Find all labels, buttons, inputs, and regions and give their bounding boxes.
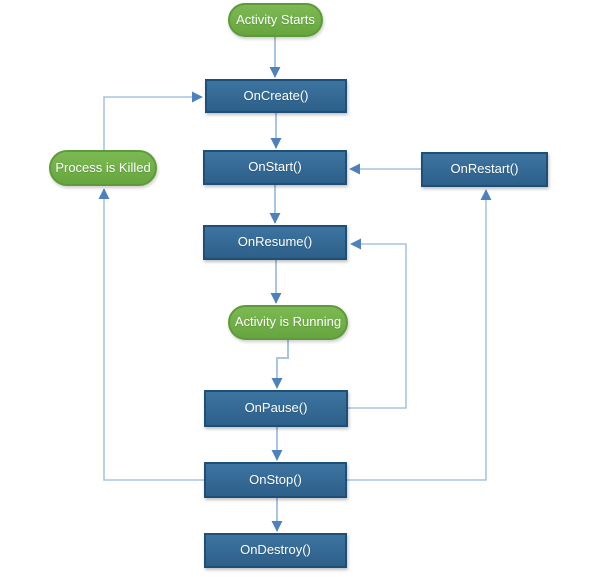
node-label: OnPause() xyxy=(244,400,308,416)
edge-activityrunning-onpause xyxy=(271,340,289,389)
node-label: Process is Killed xyxy=(55,159,151,175)
node-label: OnRestart() xyxy=(450,161,519,177)
node-onstop: OnStop() xyxy=(204,462,347,498)
edge-onstop-processkilled xyxy=(98,188,204,481)
node-label: OnResume() xyxy=(237,234,313,250)
node-label: Activity Starts xyxy=(236,11,315,27)
node-process-killed: Process is Killed xyxy=(49,150,157,186)
node-oncreate: OnCreate() xyxy=(205,79,347,113)
node-onstart: OnStart() xyxy=(203,150,347,185)
edge-onpause-onresume xyxy=(348,238,407,409)
edge-processkilled-oncreate xyxy=(103,91,203,150)
node-onresume: OnResume() xyxy=(203,225,347,260)
node-label: OnDestroy() xyxy=(240,542,311,558)
node-onrestart: OnRestart() xyxy=(421,152,548,187)
node-label: OnStart() xyxy=(248,159,302,175)
node-label: Activity is Running xyxy=(234,314,342,330)
node-ondestroy: OnDestroy() xyxy=(204,533,347,568)
edge-onstop-onrestart xyxy=(347,189,492,481)
node-label: OnCreate() xyxy=(243,87,309,103)
node-label: OnStop() xyxy=(249,471,302,487)
node-activity-running: Activity is Running xyxy=(228,305,348,340)
node-activity-starts: Activity Starts xyxy=(228,3,323,37)
node-onpause: OnPause() xyxy=(204,390,348,427)
